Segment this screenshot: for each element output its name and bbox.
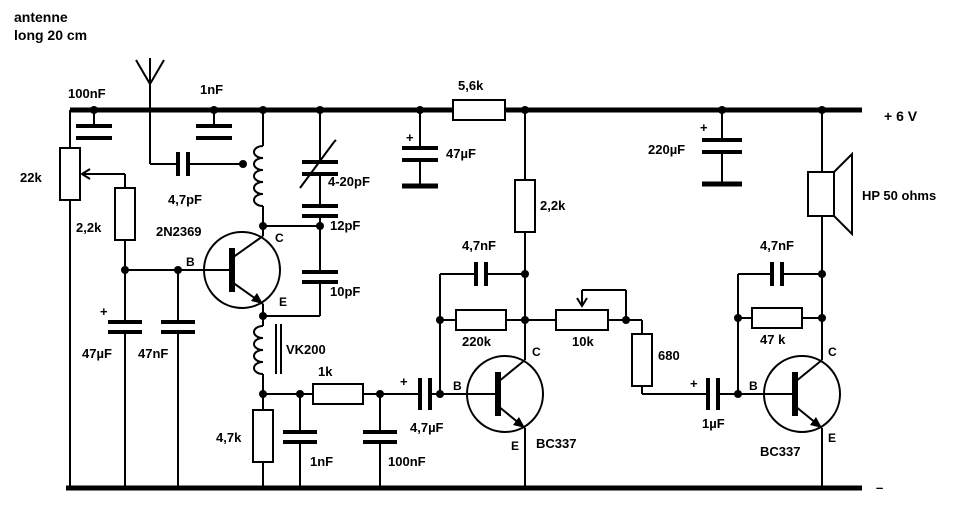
resistor-220k — [455, 309, 507, 331]
capacitor-47uF-top — [402, 146, 438, 189]
q2-pin-b: B — [453, 379, 462, 393]
q1-pin-e: E — [279, 295, 287, 309]
label-4-20pF: 4-20pF — [328, 174, 370, 189]
label-100nF-left: 100nF — [68, 86, 106, 101]
label-q2-bc337: BC337 — [536, 436, 576, 451]
label-47uF-left: 47µF — [82, 346, 112, 361]
resistor-1k — [312, 383, 364, 405]
label-12pF: 12pF — [330, 218, 360, 233]
trimmer-capacitor-4-20pF — [299, 139, 338, 189]
label-2k2-mid: 2,2k — [540, 198, 566, 213]
resistor-47k — [751, 307, 803, 329]
q1-pin-c: C — [275, 231, 284, 245]
q2-pin-c: C — [532, 345, 541, 359]
resistor-680 — [631, 333, 653, 387]
capacitor-100nF-left — [76, 110, 112, 140]
label-220k: 220k — [462, 334, 492, 349]
label-5k6: 5,6k — [458, 78, 484, 93]
capacitor-100nF-bottom — [363, 430, 397, 444]
label-4n7-mid: 4,7nF — [462, 238, 496, 253]
label-47k: 47 k — [760, 332, 786, 347]
capacitor-1nF-bottom — [283, 430, 317, 444]
speaker-icon — [807, 151, 853, 237]
capacitor-4n7-mid — [474, 262, 488, 286]
label-2N2369: 2N2369 — [156, 224, 202, 239]
capacitor-47nF — [161, 320, 195, 334]
label-1nF-top: 1nF — [200, 82, 223, 97]
plus-1uF: + — [690, 376, 698, 391]
resistor-2k2-left — [114, 187, 136, 241]
antenna-note-line-1: antenne — [14, 9, 68, 25]
capacitor-12pF — [302, 204, 338, 218]
resistor-4k7 — [252, 409, 274, 463]
label-4k7: 4,7k — [216, 430, 242, 445]
label-220uF: 220µF — [648, 142, 685, 157]
label-1uF: 1µF — [702, 416, 725, 431]
label-10k: 10k — [572, 334, 594, 349]
resistor-2k2-mid — [514, 179, 536, 233]
junction-dots — [90, 106, 826, 398]
q3-pin-e: E — [828, 431, 836, 445]
label-47uF-top: 47µF — [446, 146, 476, 161]
transistor-q1 — [203, 226, 281, 316]
capacitor-4p7pF — [176, 152, 190, 176]
choke-vk200 — [253, 325, 264, 375]
capacitor-4u7-coupling — [418, 378, 432, 410]
capacitor-1uF-coupling — [706, 378, 720, 410]
plus-4u7: + — [400, 374, 408, 389]
label-4p7pF: 4,7pF — [168, 192, 202, 207]
resistor-5k6 — [452, 99, 506, 121]
label-supply-positive: + 6 V — [884, 108, 918, 124]
potentiometer-10k — [555, 309, 609, 331]
capacitor-4n7-right — [770, 262, 784, 286]
q1-pin-b: B — [186, 255, 195, 269]
label-4u7: 4,7µF — [410, 420, 444, 435]
label-vk200: VK200 — [286, 342, 326, 357]
label-supply-negative: – — [876, 480, 883, 495]
q2-pin-e: E — [511, 439, 519, 453]
antenna-note-line-2: long 20 cm — [14, 27, 87, 43]
label-100nF-bottom: 100nF — [388, 454, 426, 469]
transistor-q3 — [760, 355, 841, 488]
capacitor-47uF-left — [108, 320, 142, 334]
pot-22k-wiper — [80, 168, 126, 188]
label-47nF: 47nF — [138, 346, 168, 361]
capacitor-10pF — [302, 270, 338, 284]
label-2k2-left: 2,2k — [76, 220, 102, 235]
capacitor-220uF — [702, 138, 742, 187]
antenna-icon — [135, 58, 165, 164]
label-speaker: HP 50 ohms — [862, 188, 936, 203]
label-4n7-right: 4,7nF — [760, 238, 794, 253]
transistor-q2 — [466, 355, 544, 488]
label-1nF-bottom: 1nF — [310, 454, 333, 469]
capacitor-1nF-top — [196, 110, 232, 140]
plus-47uF-left: + — [100, 304, 108, 319]
potentiometer-22k — [59, 147, 81, 201]
plus-47uF-top: + — [406, 130, 414, 145]
plus-220uF: + — [700, 120, 708, 135]
q3-pin-b: B — [749, 379, 758, 393]
label-680: 680 — [658, 348, 680, 363]
q3-pin-c: C — [828, 345, 837, 359]
label-q3-bc337: BC337 — [760, 444, 800, 459]
tank-coil — [253, 145, 264, 207]
label-10pF: 10pF — [330, 284, 360, 299]
label-1k: 1k — [318, 364, 333, 379]
label-22k: 22k — [20, 170, 42, 185]
pot-10k-wiper — [576, 289, 627, 320]
